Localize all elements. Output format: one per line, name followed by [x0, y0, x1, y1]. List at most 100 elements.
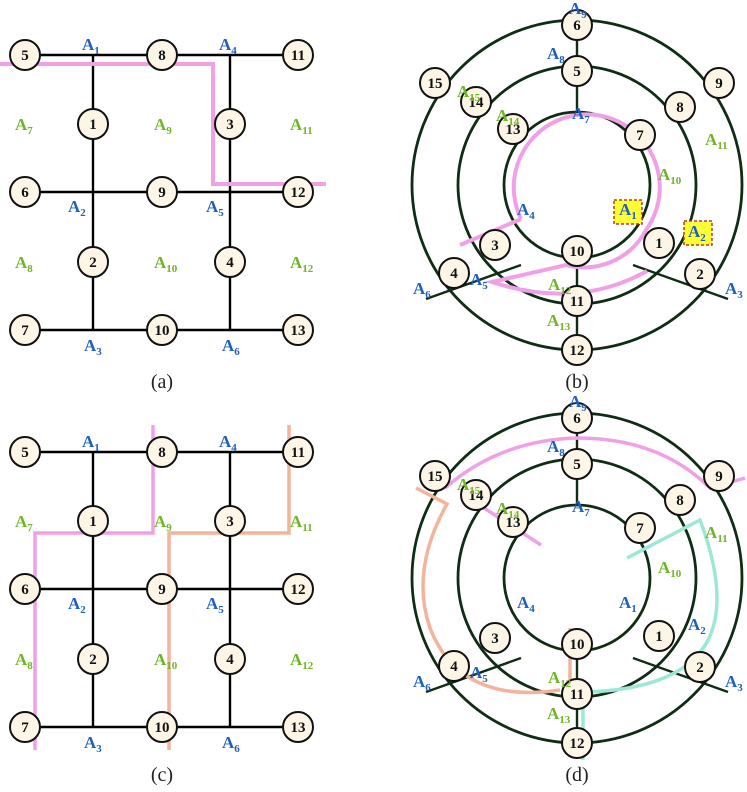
panel-b-node-2: [684, 258, 716, 290]
panel-d-node-12: [561, 727, 593, 759]
panel-a-node-7: [9, 314, 41, 346]
panel-a-node-13-label: 13: [291, 323, 306, 339]
panel-d-node-13-label: 13: [506, 515, 521, 531]
panel-c-node-10: [146, 711, 178, 743]
panel-d-node-6-label: 6: [573, 411, 581, 427]
panel-a-cut-path: [0, 62, 326, 186]
panel-c-node-6: [9, 573, 41, 605]
panel-c-label-A12: A12: [290, 650, 314, 672]
panel-d-label-A15: A15: [457, 475, 481, 497]
panel-c-node-12: [282, 573, 314, 605]
panel-d-label-A10: A10: [658, 558, 682, 580]
panel-d-label-A12: A12: [548, 668, 572, 690]
panel-a-node-2-label: 2: [89, 255, 97, 271]
panel-b-node-10: [561, 235, 593, 267]
panel-d-label-A8: A8: [547, 437, 565, 459]
panel-d-node-6: [561, 402, 593, 434]
panel-a-label-A2: A2: [68, 197, 86, 219]
panel-b-node-11-label: 11: [570, 294, 584, 310]
panel-a-node-7-label: 7: [21, 323, 29, 339]
panel-d-node-2-label: 2: [696, 660, 704, 676]
panel-b-node-6-label: 6: [573, 18, 581, 34]
panel-b-node-1-label: 1: [655, 236, 663, 252]
highlight-box-A2: [683, 220, 713, 246]
panel-b-node-5: [561, 55, 593, 87]
panel-a-node-11-label: 11: [291, 48, 305, 64]
panel-d-node-7: [624, 512, 656, 544]
panel-a-node-1: [77, 108, 109, 140]
panel-d-node-12-label: 12: [570, 736, 585, 752]
panel-b-node-15: [419, 67, 451, 99]
panel-b-label-A5: A5: [470, 270, 488, 292]
panel-c-label-A4: A4: [219, 432, 237, 454]
panel-b-node-11: [561, 285, 593, 317]
panel-c-node-1: [77, 505, 109, 537]
panel-b-label-A9: A9: [569, 0, 587, 21]
panel-c-label-A7: A7: [15, 512, 33, 534]
panel-c-node-2: [77, 643, 109, 675]
panel-b-label-A8: A8: [547, 44, 565, 66]
panel-a-node-8: [146, 39, 178, 71]
panel-a-node-6: [9, 176, 41, 208]
panel-a-label-A11: A11: [290, 115, 313, 137]
panel-b-node-14-label: 14: [469, 95, 485, 111]
panel-c-node-8: [146, 436, 178, 468]
panel-c-label-A2: A2: [68, 594, 86, 616]
panel-d-label-A2: A2: [688, 615, 706, 637]
panel-c-node-6-label: 6: [21, 582, 29, 598]
panel-b-node-14: [460, 86, 492, 118]
panel-b-label-A15: A15: [457, 82, 481, 104]
panel-a-label-A4: A4: [219, 35, 237, 57]
panel-b-node-9-label: 9: [715, 76, 723, 92]
panel-c-node-4: [214, 643, 246, 675]
panel-b-node-15-label: 15: [428, 76, 443, 92]
panel-a-node-12-label: 12: [291, 185, 306, 201]
panel-d-node-3-label: 3: [491, 631, 499, 647]
panel-c-label-A3: A3: [84, 733, 102, 755]
panel-d-label-A6: A6: [413, 672, 431, 694]
panel-d-label-A1: A1: [619, 593, 637, 615]
panel-d-node-5-label: 5: [573, 457, 581, 473]
panel-b-label-A14: A14: [496, 106, 520, 128]
panel-a-label-A3: A3: [84, 336, 102, 358]
panel-a-label-A8: A8: [15, 253, 33, 275]
panel-c-node-5: [9, 436, 41, 468]
panel-a-node-5: [9, 39, 41, 71]
panel-c-node-11-label: 11: [291, 445, 305, 461]
caption-a: (a): [151, 371, 173, 393]
panel-a-node-10: [146, 314, 178, 346]
panel-c-label-A9: A9: [154, 512, 172, 534]
panel-c-label-A10: A10: [154, 650, 178, 672]
panel-a-node-13: [282, 314, 314, 346]
panel-b-node-3-label: 3: [491, 238, 499, 254]
panel-d-node-4: [438, 650, 470, 682]
panel-b-node-3: [479, 229, 511, 261]
panel-a-label-A5: A5: [206, 197, 224, 219]
panel-d-node-9: [703, 460, 735, 492]
panel-c-node-4-label: 4: [226, 652, 234, 668]
panel-c-label-A6: A6: [222, 733, 240, 755]
panel-b-node-2-label: 2: [696, 267, 704, 283]
panel-b-node-12: [561, 334, 593, 366]
panel-c-node-9: [146, 573, 178, 605]
panel-a-label-A10: A10: [154, 253, 178, 275]
panel-a-node-2: [77, 246, 109, 278]
panel-c-node-9-label: 9: [158, 582, 166, 598]
panel-b-node-5-label: 5: [573, 64, 581, 80]
panel-c-node-1-label: 1: [89, 514, 97, 530]
panel-b-node-8-label: 8: [676, 100, 684, 116]
panel-a-node-6-label: 6: [21, 185, 29, 201]
panel-a-label-A12: A12: [290, 253, 314, 275]
panel-a-label-A6: A6: [222, 336, 240, 358]
panel-d-node-4-label: 4: [450, 659, 458, 675]
panel-a-node-4: [214, 246, 246, 278]
panel-b-label-A1: A1: [619, 200, 637, 222]
panel-d-label-A7: A7: [572, 497, 590, 519]
panel-d-spoke-2: [632, 656, 729, 694]
panel-b-node-4-label: 4: [450, 266, 458, 282]
panel-b-node-6: [561, 9, 593, 41]
panel-d-cut-path-2: [415, 486, 561, 695]
panel-a-node-12: [282, 176, 314, 208]
panel-b-node-4: [438, 257, 470, 289]
panel-d-node-14-label: 14: [469, 488, 485, 504]
